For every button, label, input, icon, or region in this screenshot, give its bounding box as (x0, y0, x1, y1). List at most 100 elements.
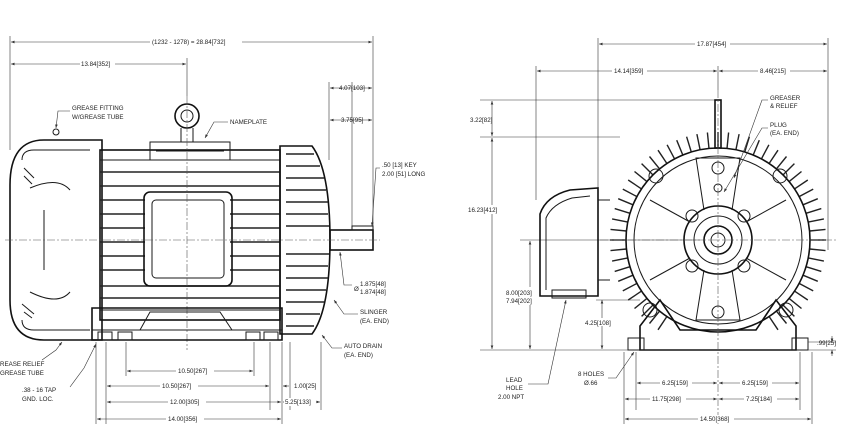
grease-fitting-callout-2: W/GREASE TUBE (72, 114, 123, 121)
cooling-fin (735, 133, 740, 150)
tap-callout-2: GND. LOC. (22, 396, 54, 403)
cooling-fin (768, 149, 779, 164)
cooling-fin (808, 218, 825, 223)
cooling-fin (752, 139, 760, 156)
cooling-fin (614, 207, 631, 214)
conduit-box-end (539, 187, 599, 297)
cooling-fin (782, 163, 795, 176)
cooling-fin (648, 156, 661, 170)
cooling-fin (617, 198, 634, 206)
tap-callout-1: .38 - 16 TAP (22, 387, 56, 394)
overall-length-label: (1232 - 1278) = 28.84[732] (152, 39, 226, 46)
cooling-fin (657, 316, 668, 331)
plug-callout-2: (EA. END) (770, 130, 799, 137)
dim-4-25-label: 4.25[108] (585, 320, 611, 327)
side-view: (1232 - 1278) = 28.84[732] 13.84[352] 4.… (0, 36, 426, 424)
cooling-fin (744, 136, 751, 153)
motor-feet (91, 307, 283, 341)
end-view: 17.87[454] 14.14[359] 8.46[215] 3.22[82]… (466, 38, 836, 424)
cooling-fin (622, 282, 638, 292)
lead-hole-callout-1: LEAD (506, 377, 523, 384)
auto-drain-callout-1: AUTO DRAIN (344, 343, 382, 350)
cooling-fin (760, 144, 770, 160)
cooling-fin (634, 170, 648, 183)
dim-10-50-a-label: 10.50[267] (178, 368, 208, 375)
cooling-fin (611, 218, 628, 223)
dim-1-00-label: 1.00[25] (294, 383, 317, 390)
nameplate-callout: NAMEPLATE (230, 119, 267, 126)
cooling-fin (788, 297, 802, 310)
cooling-fin (611, 257, 628, 262)
dim-7-25-label: 7.25[184] (746, 396, 772, 403)
key-callout-2: 2.00 [51] LONG (382, 171, 426, 178)
shaft-dia-symbol: Ø (354, 286, 359, 293)
dim-5-25-label: 5.25[133] (285, 399, 311, 406)
cooling-fin (641, 163, 654, 176)
grease-fitting (52, 128, 60, 136)
dim-8-00-label-2: 7.94[202] (506, 298, 532, 305)
conduit-box (143, 191, 233, 287)
cooling-fin (805, 266, 822, 273)
cooling-fin (805, 207, 822, 214)
dim-6-25-b-label: 6.25[159] (742, 380, 768, 387)
cooling-fin (706, 132, 710, 149)
cooling-fin (627, 179, 642, 190)
cooling-fin (809, 228, 826, 232)
cooling-fin (808, 257, 825, 262)
cooling-fin (610, 228, 627, 232)
cooling-fin (657, 149, 668, 164)
cooling-fin (622, 188, 638, 198)
cooling-fin (775, 310, 788, 324)
slinger-callout-1: SLINGER (360, 309, 388, 316)
dim-6-25-a-label: 6.25[159] (662, 380, 688, 387)
auto-drain-callout-2: (EA. END) (344, 352, 373, 359)
dim-16-23-label: 16.23[412] (468, 207, 498, 214)
dim-14-14-label: 14.14[359] (614, 68, 644, 75)
cooling-fin (775, 156, 788, 170)
bracket-ribs (286, 153, 329, 327)
nameplate (149, 141, 231, 161)
cooling-fin (802, 274, 819, 282)
dim-10-50-b-label: 10.50[267] (162, 383, 192, 390)
dim-0-99-label: .99[25] (817, 340, 836, 347)
key-callout-1: .50 [13] KEY (382, 162, 417, 169)
shaft-dia-2: 1.874[48] (360, 289, 386, 296)
cooling-fin (627, 290, 642, 301)
slinger-callout-2: (EA. END) (360, 318, 389, 325)
cooling-fin (634, 297, 648, 310)
plug-callout-1: PLUG (770, 122, 787, 129)
dim-14-00-label: 14.00[356] (168, 416, 198, 423)
holes-callout-1: 8 HOLES (578, 371, 604, 378)
cooling-fin (641, 304, 654, 317)
frame-fins (100, 171, 280, 299)
lead-hole (551, 289, 587, 299)
end-view-fin-ring (610, 132, 826, 331)
shaft-dia-1: 1.875[48] (360, 281, 386, 288)
dim-12-00-label: 12.00[305] (170, 399, 200, 406)
cooling-fin (798, 282, 814, 292)
grease-fitting-callout-1: GREASE FITTING (72, 105, 124, 112)
dim-8-46-label: 8.46[215] (760, 68, 786, 75)
cooling-fin (802, 198, 819, 206)
dim-3-22-label: 3.22[82] (470, 117, 493, 124)
lead-hole-callout-2: HOLE (506, 385, 523, 392)
cooling-fin (782, 304, 795, 317)
dim-4-07-label: 4.07[103] (339, 85, 365, 92)
cooling-fin (788, 170, 802, 183)
cooling-fin (798, 188, 814, 198)
grease-relief-callout-2: GREASE TUBE (0, 370, 44, 377)
shaft-key (351, 225, 374, 231)
dim-11-75-label: 11.75[298] (652, 396, 681, 403)
dim-14-50-label: 14.50[368] (700, 416, 730, 423)
fan-cover (9, 139, 103, 341)
end-view-feet (639, 298, 797, 351)
dim-17-87-label: 17.87[454] (697, 41, 727, 48)
cooling-fin (648, 310, 661, 324)
cooling-fin (794, 179, 809, 190)
cooling-fin (617, 274, 634, 282)
cooling-fin (794, 290, 809, 301)
cooling-fin (666, 144, 676, 160)
lead-hole-callout-3: 2.00 NPT (498, 394, 524, 401)
grease-relief-callout-1: REASE RELIEF (0, 361, 45, 368)
cooling-fin (726, 132, 730, 149)
